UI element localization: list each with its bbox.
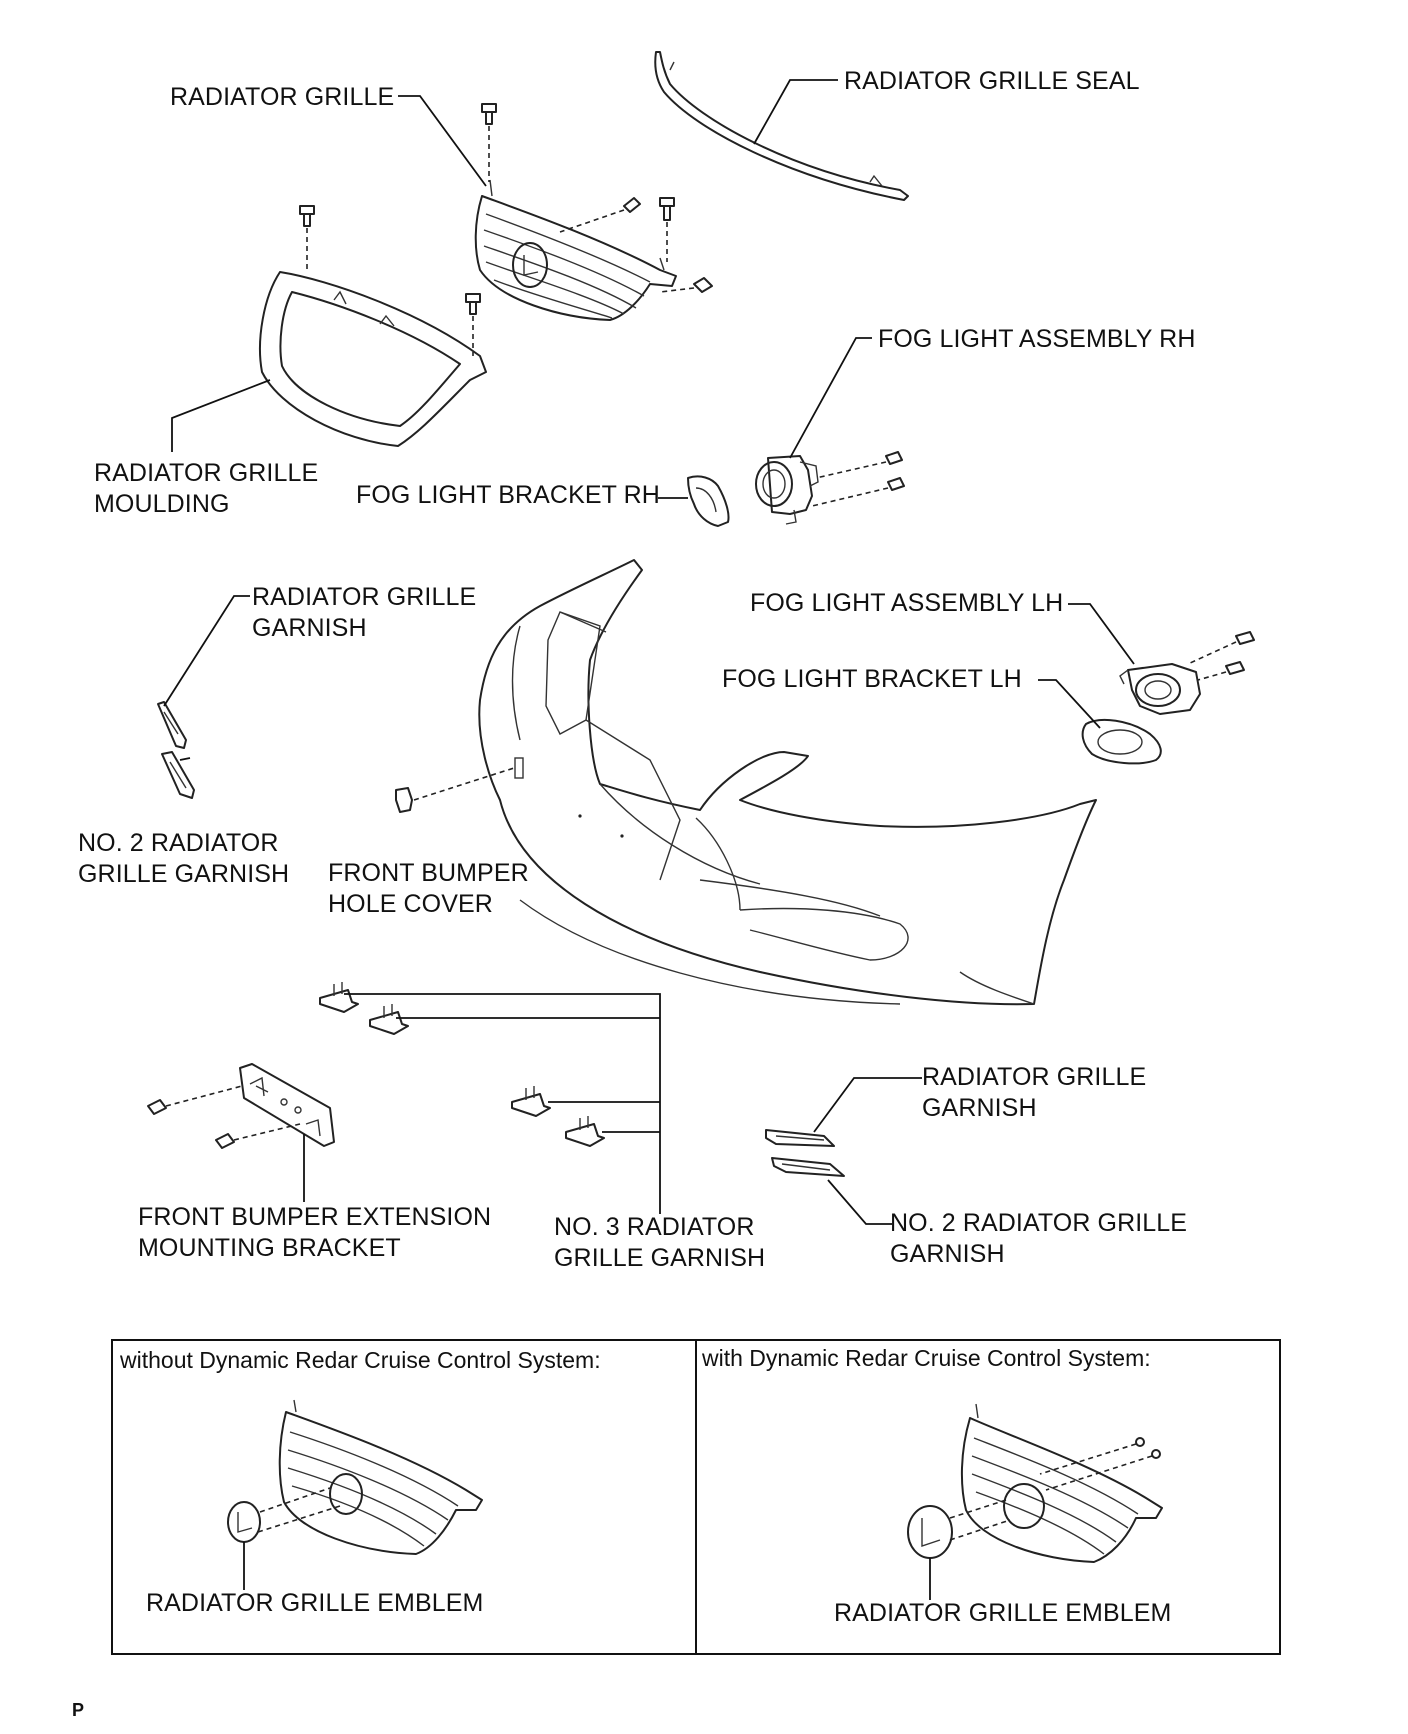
radiator-grille-garnish-left-part <box>157 701 187 749</box>
variant-right-emblem <box>907 1499 1011 1600</box>
no3-garnish-clip-2 <box>369 1004 409 1035</box>
no3-garnish-clip-4 <box>565 1116 605 1147</box>
leader-lines <box>163 79 1135 1225</box>
label-line: RADIATOR GRILLE <box>94 459 319 487</box>
variant-left-grille <box>278 1399 483 1555</box>
fog-light-assembly-lh-part <box>1119 663 1201 715</box>
label-line: FRONT BUMPER EXTENSION <box>138 1203 492 1231</box>
front-bumper-extension-mounting-bracket-part <box>239 1063 335 1147</box>
grille-fastener-right-2 <box>659 197 675 262</box>
variant-boxes <box>111 1339 1281 1655</box>
fog-lh-screw-2 <box>1197 661 1245 681</box>
footer-code: P <box>72 1700 85 1720</box>
fog-light-bracket-rh-part <box>687 475 730 527</box>
grille-fastener-right-3 <box>659 277 713 293</box>
label-line: FRONT BUMPER <box>328 859 529 887</box>
label-line: GARNISH <box>890 1240 1005 1268</box>
grille-fastener-right-1 <box>559 197 641 233</box>
fog-lh-screw-1 <box>1187 631 1255 665</box>
front-bumper-hole-cover-part <box>395 767 515 813</box>
label-line: NO. 3 RADIATOR <box>554 1213 755 1241</box>
label-front-bumper-hole-cover: FRONT BUMPER HOLE COVER <box>328 858 529 920</box>
label-no3-radiator-grille-garnish: NO. 3 RADIATOR GRILLE GARNISH <box>554 1212 765 1274</box>
label-radiator-grille-emblem-left: RADIATOR GRILLE EMBLEM <box>146 1589 484 1617</box>
radiator-grille-moulding-part <box>259 271 487 447</box>
radiator-grille-seal-part <box>654 51 909 201</box>
label-radiator-grille-garnish-right: RADIATOR GRILLE GARNISH <box>922 1062 1146 1124</box>
variant-right-nuts <box>1039 1437 1161 1491</box>
label-radiator-grille-moulding: RADIATOR GRILLE MOULDING <box>94 458 318 520</box>
fog-light-assembly-rh-part <box>755 455 819 525</box>
label-fog-light-bracket-rh: FOG LIGHT BRACKET RH <box>356 481 660 509</box>
label-line: MOULDING <box>94 490 230 518</box>
label-fog-light-assembly-lh: FOG LIGHT ASSEMBLY LH <box>750 589 1064 617</box>
front-bumper-part <box>478 559 1097 1006</box>
fog-light-bracket-lh-part <box>1081 718 1162 765</box>
label-line: RADIATOR GRILLE <box>252 583 477 611</box>
label-line: MOUNTING BRACKET <box>138 1234 401 1262</box>
label-no2-radiator-grille-garnish-left: NO. 2 RADIATOR GRILLE GARNISH <box>78 828 289 890</box>
moulding-fastener-right <box>465 293 481 356</box>
label-line: GARNISH <box>922 1094 1037 1122</box>
no2-radiator-grille-garnish-right-part <box>771 1157 845 1177</box>
grille-fastener-top <box>481 103 497 182</box>
bracket-bolt-2 <box>215 1123 301 1149</box>
variant-caption-without-drcc: without Dynamic Redar Cruise Control Sys… <box>120 1347 601 1373</box>
no3-garnish-clip-1 <box>319 982 359 1013</box>
label-radiator-grille-garnish-left: RADIATOR GRILLE GARNISH <box>252 582 476 644</box>
label-front-bumper-extension-mounting-bracket: FRONT BUMPER EXTENSION MOUNTING BRACKET <box>138 1202 491 1264</box>
radiator-grille-garnish-right-part <box>765 1129 835 1147</box>
moulding-fastener-left <box>299 205 315 272</box>
fog-rh-screw-2 <box>811 477 905 507</box>
variant-left-emblem <box>227 1487 341 1590</box>
radiator-grille-part <box>474 179 677 321</box>
label-line: RADIATOR GRILLE <box>922 1063 1147 1091</box>
no3-garnish-clip-3 <box>511 1086 551 1117</box>
label-radiator-grille-seal: RADIATOR GRILLE SEAL <box>844 67 1140 95</box>
label-line: NO. 2 RADIATOR GRILLE <box>890 1209 1188 1237</box>
fog-rh-screw-1 <box>815 451 903 479</box>
label-no2-radiator-grille-garnish-right: NO. 2 RADIATOR GRILLE GARNISH <box>890 1208 1187 1270</box>
label-line: NO. 2 RADIATOR <box>78 829 279 857</box>
label-line: GARNISH <box>252 614 367 642</box>
no2-radiator-grille-garnish-left-part <box>161 751 195 799</box>
label-radiator-grille: RADIATOR GRILLE <box>170 83 395 111</box>
label-radiator-grille-emblem-right: RADIATOR GRILLE EMBLEM <box>834 1599 1172 1627</box>
variant-caption-with-drcc: with Dynamic Redar Cruise Control System… <box>702 1345 1151 1371</box>
variant-right-grille <box>960 1403 1163 1563</box>
label-fog-light-assembly-rh: FOG LIGHT ASSEMBLY RH <box>878 325 1196 353</box>
label-line: HOLE COVER <box>328 890 493 918</box>
label-line: GRILLE GARNISH <box>554 1244 766 1272</box>
label-line: GRILLE GARNISH <box>78 860 290 888</box>
bracket-bolt-1 <box>147 1085 243 1115</box>
label-fog-light-bracket-lh: FOG LIGHT BRACKET LH <box>722 665 1022 693</box>
